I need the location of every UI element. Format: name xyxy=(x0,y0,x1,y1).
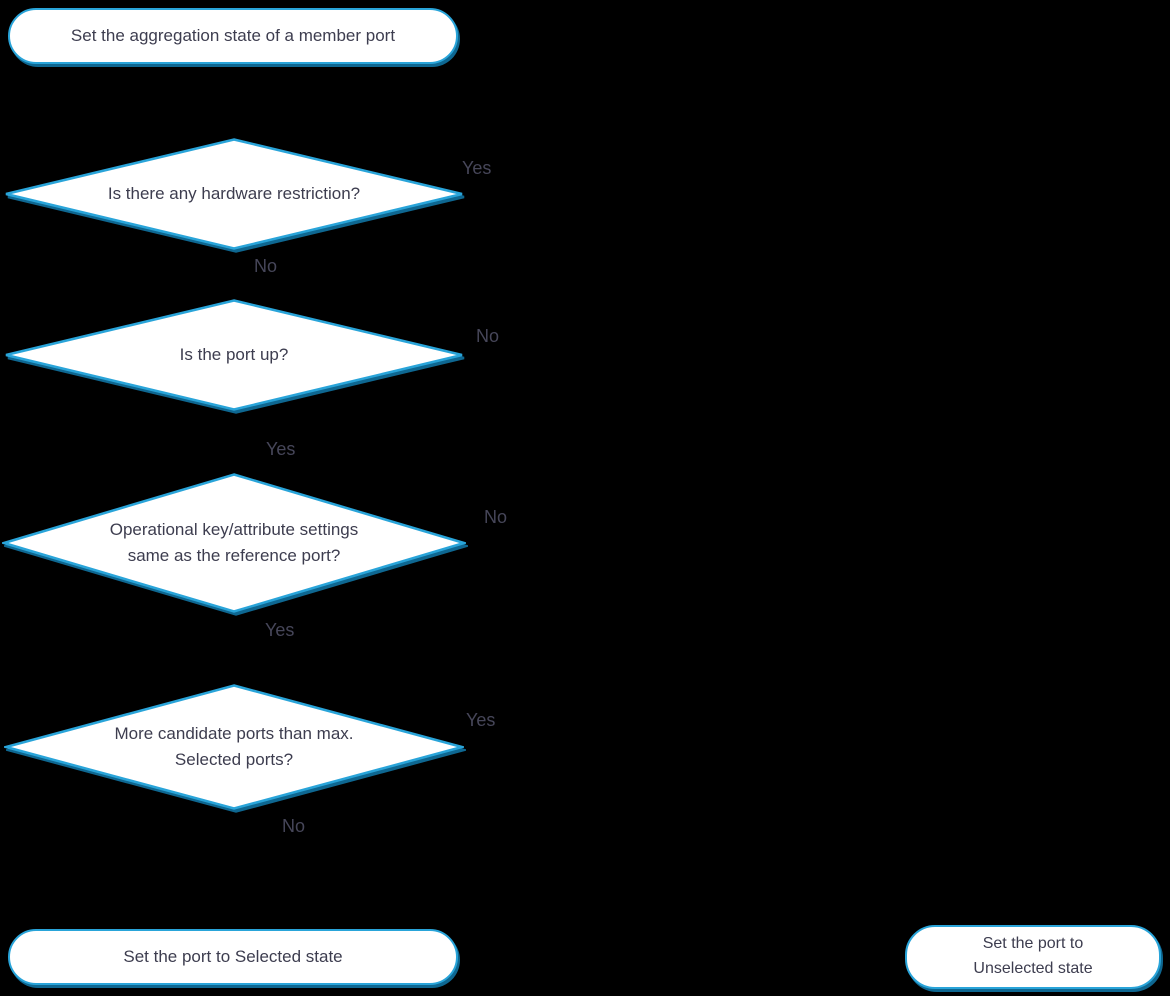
selected-state-node: Set the port to Selected state xyxy=(8,929,458,985)
diamond-shape xyxy=(5,299,463,411)
decision-port-up-label: Is the port up? xyxy=(179,344,289,364)
unselected-state-node: Set the port to Unselected state xyxy=(905,925,1161,989)
diamond-shape xyxy=(2,473,466,613)
diamond-shape xyxy=(4,684,464,810)
edge-label-port-up-yes: Yes xyxy=(266,439,296,459)
decision-hardware-restriction-label: Is there any hardware restriction? xyxy=(107,183,361,203)
edge-label-key-attribute-yes: Yes xyxy=(265,620,295,640)
edge-label-candidate-yes: Yes xyxy=(466,710,496,730)
decision-candidate-ports-label: More candidate ports than max. Selected … xyxy=(114,723,354,769)
start-node-label: Set the aggregation state of a member po… xyxy=(70,25,396,45)
decision-key-attribute-label: Operational key/attribute settings same … xyxy=(109,519,359,565)
unselected-state-label: Set the port to Unselected state xyxy=(973,935,1093,977)
edge-label-hardware-no: No xyxy=(254,256,278,276)
edge-label-candidate-no: No xyxy=(282,816,306,836)
decision-port-up: Is the port up? xyxy=(4,299,464,411)
decision-candidate-ports: More candidate ports than max. Selected … xyxy=(4,684,464,810)
edge-label-hardware-yes: Yes xyxy=(462,158,492,178)
selected-state-label: Set the port to Selected state xyxy=(123,946,343,966)
edge-label-key-attribute-no: No xyxy=(484,507,508,527)
diamond-shape xyxy=(5,138,463,250)
edge-label-port-up-no: No xyxy=(476,326,500,346)
start-node: Set the aggregation state of a member po… xyxy=(8,8,458,64)
decision-key-attribute: Operational key/attribute settings same … xyxy=(2,473,466,613)
decision-hardware-restriction: Is there any hardware restriction? xyxy=(4,138,464,250)
